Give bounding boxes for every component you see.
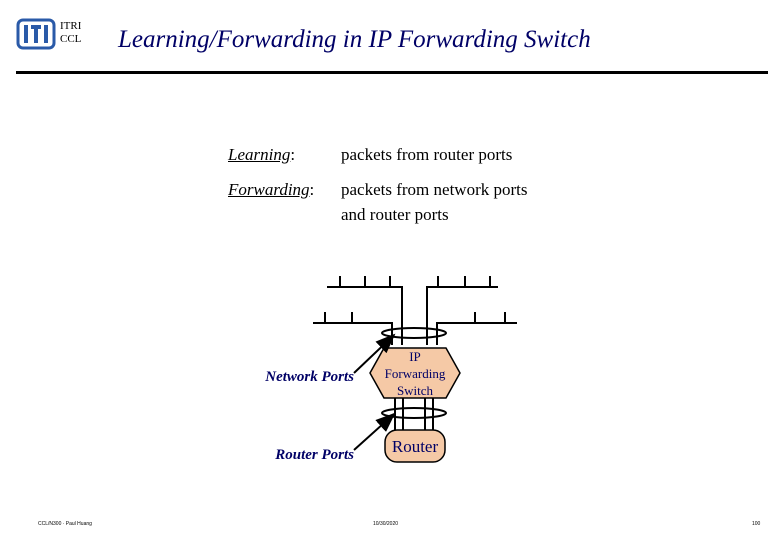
footer-page-number: 100 [752,521,761,527]
router-label: Router [392,437,439,456]
learning-term: Learning [228,145,291,164]
network-ports-label: Network Ports [264,369,354,385]
org-name: ITRI CCL [60,20,81,46]
footer-date: 10/30/2020 [373,521,399,527]
title-divider [16,71,768,74]
router-box [384,429,446,463]
router-ports-label: Router Ports [274,447,354,463]
switch-label-ip: IP [409,349,421,364]
switch-label-forwarding: Forwarding [385,366,446,381]
left-network-segment [313,276,403,330]
org-line-itri: ITRI [60,20,82,32]
router-ports-ring [381,398,447,430]
router-ports-arrow [353,412,396,451]
forwarding-definition: Forwarding: [228,180,315,199]
slide-title: Learning/Forwarding in IP Forwarding Swi… [118,26,591,53]
itri-logo [16,18,56,50]
org-line-ccl: CCL [60,33,82,45]
network-ports-arrow [353,333,396,374]
learning-definition: Learning: [228,145,296,164]
forwarding-description-line2: and router ports [341,205,449,224]
forwarding-description-line1: packets from network ports [341,180,528,199]
footer-left: CCL/N300 · Paul Huang [38,521,92,527]
right-network-segment [426,276,517,330]
learning-description: packets from router ports [341,145,513,164]
forwarding-term: Forwarding [228,180,310,199]
switch-label-switch: Switch [397,383,434,398]
ip-forwarding-switch-box [369,347,461,399]
